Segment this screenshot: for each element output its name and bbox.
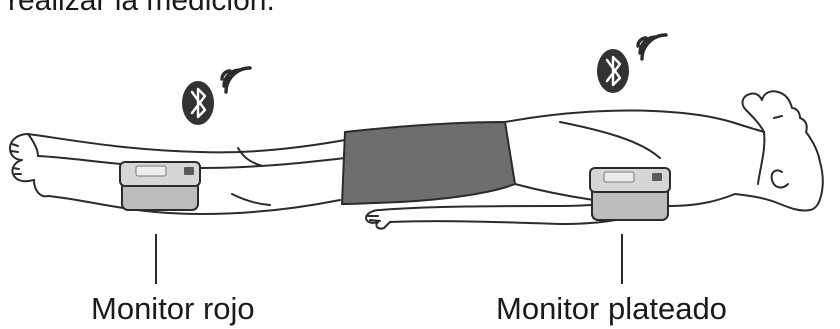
bluetooth-icon [597, 49, 629, 93]
silver-monitor-device [590, 168, 670, 220]
bluetooth-icon [182, 81, 214, 125]
red-monitor-label: Monitor rojo [91, 291, 255, 327]
head-outline [735, 91, 823, 210]
shorts [342, 122, 515, 204]
wireless-signal-icon [222, 68, 250, 92]
silver-monitor-label: Monitor plateado [496, 291, 727, 327]
red-monitor-device [120, 162, 200, 210]
wireless-signal-icon [638, 35, 666, 59]
feet-outline [10, 134, 48, 196]
